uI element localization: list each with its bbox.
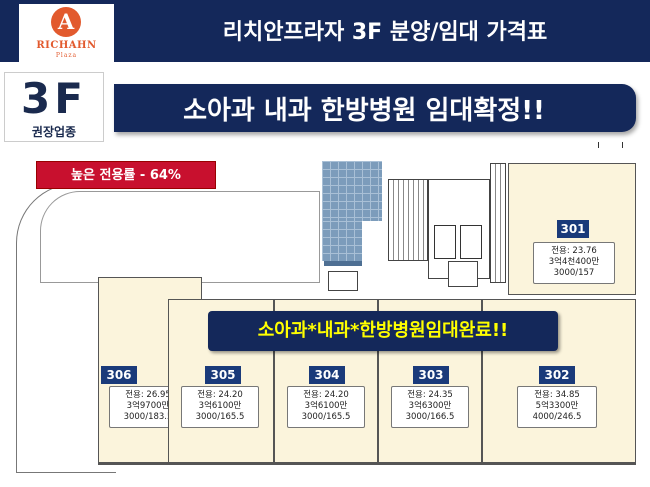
- unit-info-card: 전용: 34.85 5억3300만 4000/246.5: [517, 386, 597, 428]
- restroom-area: [322, 221, 362, 261]
- unit-number: 306: [101, 366, 137, 384]
- restroom-fixture: [324, 261, 362, 266]
- corridor-area: [40, 191, 320, 283]
- logo-sub-text: Plaza: [55, 52, 78, 59]
- unit-price: 3억6100만: [198, 401, 242, 411]
- elevator-icon: [434, 225, 456, 259]
- unit-area: 전용: 23.76: [551, 246, 597, 256]
- shaft: [448, 261, 478, 287]
- logo-letter: A: [57, 9, 75, 34]
- elevator-icon: [460, 225, 482, 259]
- unit-price: 3억4천400만: [548, 257, 600, 267]
- usable-ratio-badge: 높은 전용률 - 64%: [36, 161, 216, 189]
- unit-rent: 3000/166.5: [405, 412, 455, 422]
- unit-area: 전용: 24.20: [303, 390, 349, 400]
- floor-badge: 3F 권장업종: [4, 72, 104, 142]
- unit-price: 5억3300만: [535, 401, 579, 411]
- lease-confirmed-banner: 소아과 내과 한방병원 임대확정!!: [114, 84, 636, 132]
- exterior-wall: [98, 463, 636, 465]
- richahn-logo: A RICHAHN Plaza: [19, 4, 114, 62]
- unit-305: 305 전용: 24.20 3억6100만 3000/165.5: [168, 299, 274, 463]
- unit-rent: 3000/183.5: [123, 412, 173, 422]
- unit-area: 전용: 24.20: [197, 390, 243, 400]
- unit-number: 301: [557, 220, 589, 238]
- unit-info-card: 전용: 24.35 3억6300만 3000/166.5: [391, 386, 469, 428]
- unit-number: 303: [413, 366, 449, 384]
- unit-price: 3억6100만: [304, 401, 348, 411]
- unit-number: 302: [539, 366, 575, 384]
- floor-plan: 301 전용: 23.76 3억4천400만 3000/157 306 전용: …: [16, 153, 644, 483]
- unit-rent: 4000/246.5: [532, 412, 582, 422]
- unit-price: 3억6300만: [408, 401, 452, 411]
- lease-completed-banner: 소아과*내과*한방병원임대완료!!: [208, 311, 558, 351]
- unit-info-card: 전용: 23.76 3억4천400만 3000/157: [533, 242, 615, 284]
- staircase: [388, 179, 428, 261]
- recommended-business-label: 권장업종: [31, 125, 77, 139]
- unit-info-card: 전용: 24.20 3억6100만 3000/165.5: [181, 386, 259, 428]
- unit-rent: 3000/165.5: [301, 412, 351, 422]
- scale-tick: [598, 142, 599, 148]
- floor-label: 3F: [21, 74, 87, 123]
- unit-rent: 3000/157: [553, 268, 595, 278]
- logo-emblem: A: [51, 7, 81, 37]
- unit-area: 전용: 24.35: [407, 390, 453, 400]
- unit-area: 전용: 34.85: [534, 390, 580, 400]
- unit-number: 304: [309, 366, 345, 384]
- page-title: 리치안프라자 3F 분양/임대 가격표: [222, 20, 548, 45]
- lease-confirmed-text: 소아과 내과 한방병원 임대확정!!: [183, 96, 545, 126]
- unit-price: 3억9700만: [126, 401, 170, 411]
- unit-301: 301 전용: 23.76 3억4천400만 3000/157: [508, 163, 636, 295]
- restroom-area: [322, 161, 382, 221]
- scale-tick: [622, 142, 623, 148]
- unit-info-card: 전용: 24.20 3억6100만 3000/165.5: [287, 386, 365, 428]
- unit-area: 전용: 26.95: [125, 390, 171, 400]
- unit-rent: 3000/165.5: [195, 412, 245, 422]
- logo-brand-text: RICHAHN: [36, 40, 97, 51]
- staircase: [490, 163, 506, 283]
- shaft: [328, 271, 358, 291]
- header-bar: A RICHAHN Plaza 리치안프라자 3F 분양/임대 가격표: [0, 0, 650, 62]
- unit-number: 305: [205, 366, 241, 384]
